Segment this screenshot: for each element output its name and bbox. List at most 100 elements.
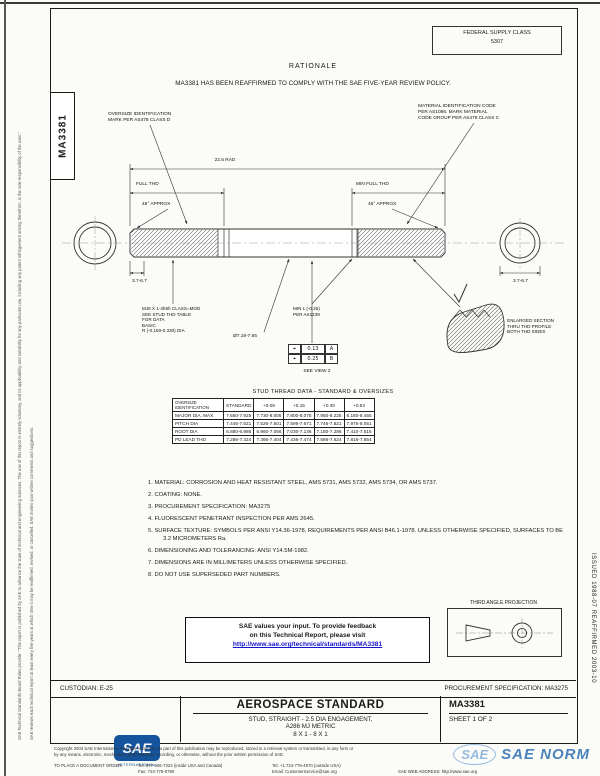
col-oversize-4: +0.53 <box>343 398 375 412</box>
table-row: PD LEAD THD 7.286-7.324 7.366-7.404 7.43… <box>172 435 375 444</box>
protrusion-left-label: 3.7-6.7 <box>132 279 147 284</box>
order-heading: TO PLACE A DOCUMENT ORDER: <box>54 763 123 768</box>
doc-title-line-3: 8 X 1 - 8 X 1 <box>293 730 328 738</box>
thread-table-corner: OVERSIZE IDENTIFICATION <box>172 398 224 412</box>
thread-table-title: STUD THREAD DATA - STANDARD & OVERSIZES <box>252 389 394 395</box>
row-label: PITCH DIA <box>172 419 224 428</box>
cell: 6.960-7.066 <box>253 427 285 436</box>
custodian-band: CUSTODIAN: E-25 PROCUREMENT SPECIFICATIO… <box>50 680 576 698</box>
overall-dimension-label: 22.5 RAD <box>214 158 236 163</box>
table-row: MAJOR DIA, MAX 7.650-7.925 7.730-8.005 7… <box>172 411 375 420</box>
note-3: 3. PROCUREMENT SPECIFICATION: MA3275 <box>148 504 271 511</box>
title-block-number-cell: MA3381 SHEET 1 OF 2 <box>441 696 576 742</box>
note-4: 4. FLUORESCENT PENETRANT INSPECTION PER … <box>148 516 315 523</box>
row-label: MAJOR DIA, MAX <box>172 411 224 420</box>
feedback-line-1: SAE values your input. To provide feedba… <box>238 623 377 630</box>
note-2: 2. COATING: NONE. <box>148 492 203 499</box>
feature-control-frames: ⌖ 0.13 A ⌖ 0.25 B <box>288 344 338 364</box>
cell: 7.286-7.324 <box>222 435 255 444</box>
sae-logo-subtitle: INTERNATIONAL <box>117 762 157 767</box>
fsc-value: 5307 <box>490 39 504 46</box>
scan-edge-top <box>0 2 600 4</box>
saenorm-watermark: SAE SAE NORM <box>453 744 590 765</box>
tel-inside: Tel: 877-606-7323 (inside USA and Canada… <box>138 763 223 768</box>
tel-outside: Tel: +1 724-776-4970 (outside USA) <box>272 763 341 768</box>
fcf2-datum: B <box>325 354 338 364</box>
col-oversize-3: +0.30 <box>313 398 345 412</box>
title-block: AEROSPACE STANDARD STUD, STRAIGHT - 2.5 … <box>50 696 576 742</box>
copyright-text: Copyright 2003 SAE International. All ri… <box>54 746 354 757</box>
oversize-mark-callout: OVERSIZE IDENTIFICATION MARK PER AS478 C… <box>108 112 172 123</box>
row-label: ROOT DIA <box>172 427 224 436</box>
fcf1-symbol: ⌖ <box>288 344 301 354</box>
cell: 7.030-7.136 <box>283 427 315 436</box>
col-standard: STANDARD <box>222 398 255 412</box>
leader-lines-group <box>136 122 475 343</box>
cell: 7.596-7.671 <box>283 419 315 428</box>
enlarged-section-note: ENLARGED SECTION THRU THD PROFILE BOTH T… <box>507 318 554 334</box>
side-doc-number-box: MA3381 <box>50 92 75 180</box>
col-oversize-1: +0.08 <box>253 398 285 412</box>
stud-figure: OVERSIZE IDENTIFICATION MARK PER AS478 C… <box>50 98 577 396</box>
cell: 7.950-8.225 <box>313 411 345 420</box>
row-label: PD LEAD THD <box>172 435 224 444</box>
see-view-label: SEE VIEW 2 <box>303 369 331 374</box>
notes-list: 1. MATERIAL: CORROSION AND HEAT RESISTAN… <box>148 480 564 584</box>
doc-title-line-1: STUD, STRAIGHT - 2.5 DIA ENGAGEMENT, <box>248 716 373 723</box>
cell: 7.436-7.474 <box>283 435 315 444</box>
stud-drawing <box>62 122 565 353</box>
email: Email: CustomerService@sae.org <box>272 769 337 774</box>
scan-edge-left <box>4 0 6 776</box>
fcf-row-1: ⌖ 0.13 A <box>288 344 338 354</box>
chamfer-left-label: 45° APPROX <box>142 202 171 207</box>
shank-callout: MIN L (-0.25) PER AS1239 <box>293 306 320 317</box>
thread-spec-callout: MJ8 X 1-4h6h CLASS=MOD SEE STUD THD TABL… <box>142 306 201 333</box>
doc-number: MA3381 <box>449 699 485 710</box>
title-block-center-cell: AEROSPACE STANDARD STUD, STRAIGHT - 2.5 … <box>181 696 441 742</box>
cell: 7.526-7.601 <box>253 419 285 428</box>
fcf1-datum: A <box>325 344 338 354</box>
cell: 7.650-7.925 <box>222 411 255 420</box>
chamfer-right-label: 45° APPROX <box>368 202 397 207</box>
federal-supply-class-box: FEDERAL SUPPLY CLASS 5307 <box>432 26 562 55</box>
drawing-frame <box>50 8 578 744</box>
fsc-label: FEDERAL SUPPLY CLASS <box>463 30 531 36</box>
cell: 7.180-7.286 <box>313 427 345 436</box>
projection-label: THIRD ANGLE PROJECTION <box>470 600 537 606</box>
left-margin-legal-text-1: SAE Technical Standards Board Rules prov… <box>17 132 22 740</box>
table-row: PITCH DIA 7.446-7.521 7.526-7.601 7.596-… <box>172 419 375 428</box>
cell: 8.180-8.455 <box>343 411 375 420</box>
left-margin-legal-text-2: SAE reviews each technical report at lea… <box>29 426 34 740</box>
table-row: ROOT DIA 6.880-6.986 6.960-7.066 7.030-7… <box>172 427 375 436</box>
projection-symbol-box <box>447 608 562 657</box>
cell: 6.880-6.986 <box>222 427 255 436</box>
title-block-left-cell <box>50 696 181 742</box>
enlarged-section-group <box>446 283 505 353</box>
saenorm-logo-icon: SAE <box>453 744 497 765</box>
order-info: TO PLACE A DOCUMENT ORDER: Tel: 877-606-… <box>54 763 392 774</box>
feedback-box: SAE values your input. To provide feedba… <box>185 617 430 663</box>
procurement-spec-text: PROCUREMENT SPECIFICATION: MA3275 <box>444 685 568 692</box>
web-address: SAE WEB ADDRESS: http://www.sae.org <box>398 769 478 774</box>
note-6: 6. DIMENSIONING AND TOLERANCING: ANSI Y1… <box>148 547 309 554</box>
cell: 7.586-7.624 <box>313 435 345 444</box>
sheet-number: SHEET 1 OF 2 <box>449 716 493 723</box>
cell: 7.746-7.821 <box>313 419 345 428</box>
note-5: 5. SURFACE TEXTURE: SYMBOLS PER ANSI Y14… <box>148 528 564 542</box>
cell: 7.446-7.521 <box>222 419 255 428</box>
fcf2-symbol: ⌖ <box>288 354 301 364</box>
sae-logo: SAE INTERNATIONAL <box>114 735 160 767</box>
saenorm-brand-text: SAE NORM <box>501 746 590 763</box>
dimension-lines-group <box>129 164 541 276</box>
cell: 7.366-7.404 <box>253 435 285 444</box>
thread-table: OVERSIZE IDENTIFICATION STANDARD +0.08 +… <box>172 398 375 444</box>
standard-kind: AEROSPACE STANDARD <box>236 699 385 711</box>
feedback-link[interactable]: http://www.sae.org/technical/standards/M… <box>232 641 383 649</box>
cell: 7.976-8.051 <box>343 419 375 428</box>
fax: Fax: 724-776-0790 <box>138 769 175 774</box>
number-divider <box>449 713 568 714</box>
cell: 7.410-7.516 <box>343 427 375 436</box>
right-margin-issued-text: ISSUED 1988-07 REAFFIRMED 2003-10 <box>590 553 596 684</box>
mid-diameter-label: Ø7.19-7.65 <box>233 334 258 339</box>
